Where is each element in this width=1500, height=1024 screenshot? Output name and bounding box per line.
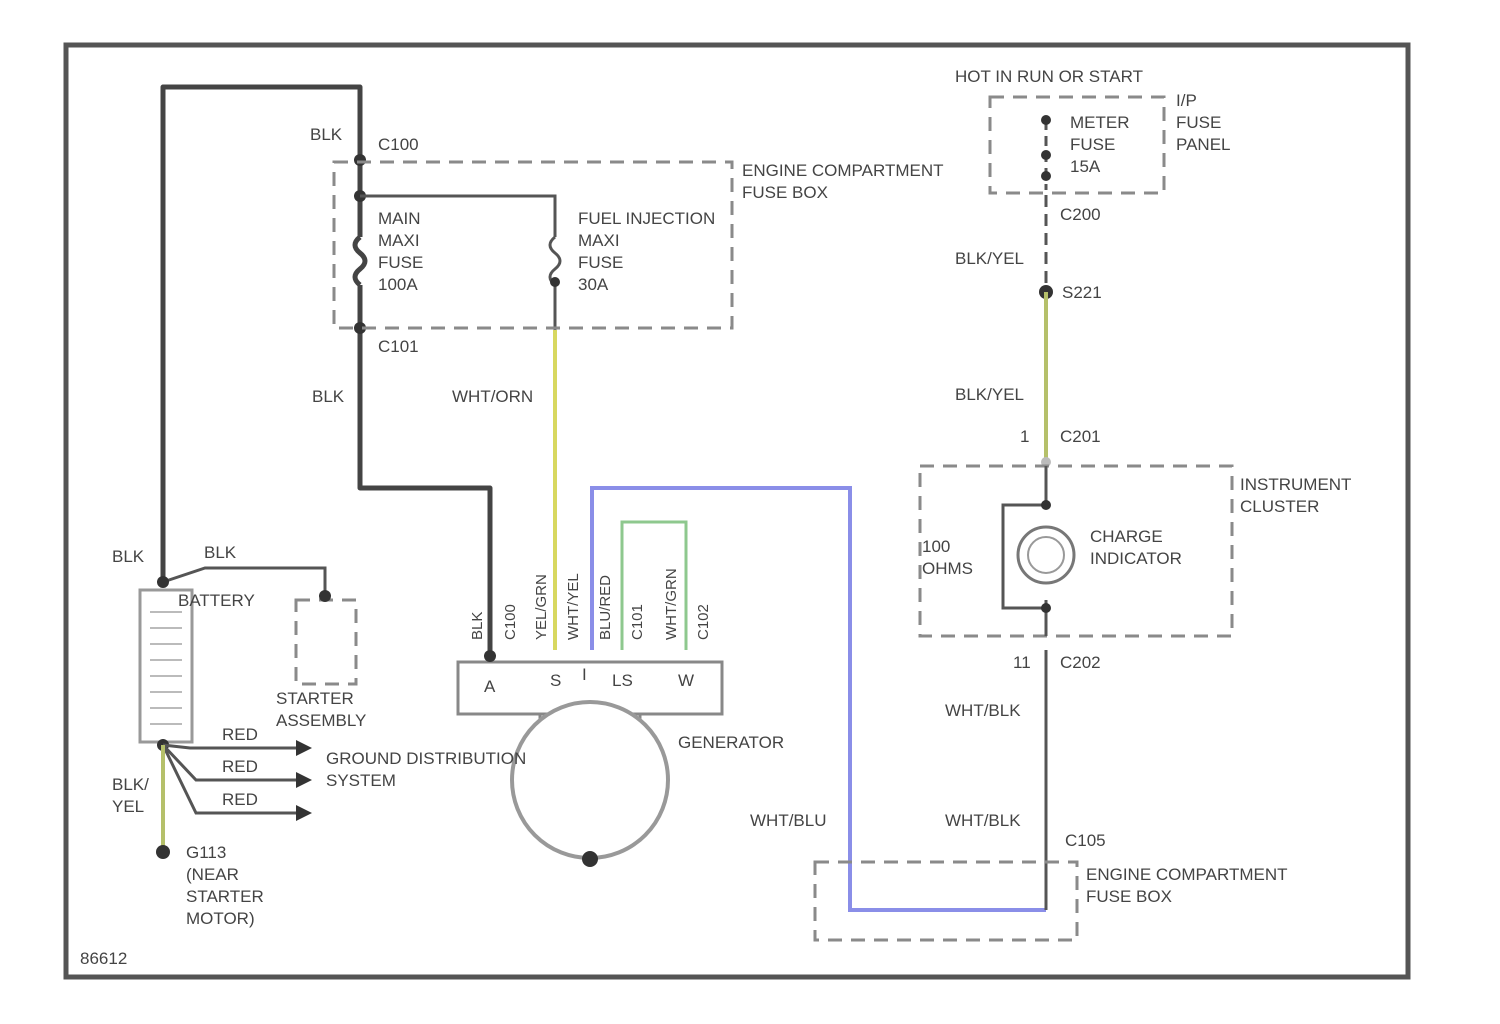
label-wht-blk-1: WHT/BLK <box>945 701 1021 720</box>
ground-arrow-icon <box>296 805 312 821</box>
junction-dot <box>1041 115 1051 125</box>
terminal-a-dot <box>484 650 496 662</box>
label-c200: C200 <box>1060 205 1101 224</box>
label-blk-top: BLK <box>310 125 343 144</box>
label-fig-id: 86612 <box>80 949 127 968</box>
ground-g113-dot <box>156 845 170 859</box>
starter-assembly-box <box>296 600 356 684</box>
label-c201: C201 <box>1060 427 1101 446</box>
label-term-w: W <box>678 671 694 690</box>
engine-compartment-fuse-box-bottom <box>815 862 1077 940</box>
label-c202-pin: 11 <box>1013 653 1031 672</box>
label-c105: C105 <box>1065 831 1106 850</box>
diagram-frame <box>66 45 1408 977</box>
label-blk-batt1: BLK <box>112 547 145 566</box>
junction-dot <box>1041 500 1051 510</box>
label-term-ls: LS <box>612 671 633 690</box>
indicator-lamp-icon <box>1018 527 1074 583</box>
label-pin-blk: BLK <box>469 612 486 640</box>
label-red1: RED <box>222 725 258 744</box>
junction-dot <box>1041 150 1051 160</box>
instrument-cluster-box <box>920 466 1232 636</box>
junction-dot <box>1041 603 1051 613</box>
junction-dot <box>550 277 560 287</box>
label-pin-c101: C101 <box>629 604 646 640</box>
ground-arrow-icon <box>296 740 312 756</box>
label-c101: C101 <box>378 337 419 356</box>
label-c100: C100 <box>378 135 419 154</box>
label-c202: C202 <box>1060 653 1101 672</box>
label-blk-mid: BLK <box>312 387 345 406</box>
label-red2: RED <box>222 757 258 776</box>
label-term-a: A <box>484 677 496 696</box>
label-pin-blu-red: BLU/RED <box>597 575 614 640</box>
label-wht-orn: WHT/ORN <box>452 387 533 406</box>
ground-arrow-icon <box>296 772 312 788</box>
label-pin-yel-grn: YEL/GRN <box>533 574 550 640</box>
label-pin-wht-grn: WHT/GRN <box>663 568 680 640</box>
fuse-icon <box>355 237 365 285</box>
label-s221: S221 <box>1062 283 1102 302</box>
label-blk-yel-batt: BLK/YEL <box>112 775 149 816</box>
label-blk-yel-2: BLK/YEL <box>955 385 1024 404</box>
junction-dot <box>1041 171 1051 181</box>
label-battery: BATTERY <box>178 591 255 610</box>
label-term-i: I <box>582 665 587 684</box>
label-wht-blu: WHT/BLU <box>750 811 827 830</box>
label-pin-c102: C102 <box>695 604 712 640</box>
label-hot-in-run: HOT IN RUN OR START <box>955 67 1143 86</box>
blk-wire-top-loop <box>163 87 360 582</box>
label-blk-yel-1: BLK/YEL <box>955 249 1024 268</box>
label-wht-blk-2: WHT/BLK <box>945 811 1021 830</box>
generator-ground-dot <box>582 851 598 867</box>
label-term-s: S <box>550 671 561 690</box>
label-pin-wht-yel: WHT/YEL <box>565 573 582 640</box>
label-c2: 1 <box>1020 427 1029 446</box>
battery-positive-dot <box>157 576 169 588</box>
red-ground-wire <box>163 745 296 748</box>
junction-dot <box>354 154 366 166</box>
label-generator: GENERATOR <box>678 733 784 752</box>
label-red3: RED <box>222 790 258 809</box>
starter-terminal-dot <box>319 590 331 602</box>
label-pin-c100: C100 <box>502 604 519 640</box>
generator-icon <box>512 702 668 858</box>
label-blk-batt2: BLK <box>204 543 237 562</box>
